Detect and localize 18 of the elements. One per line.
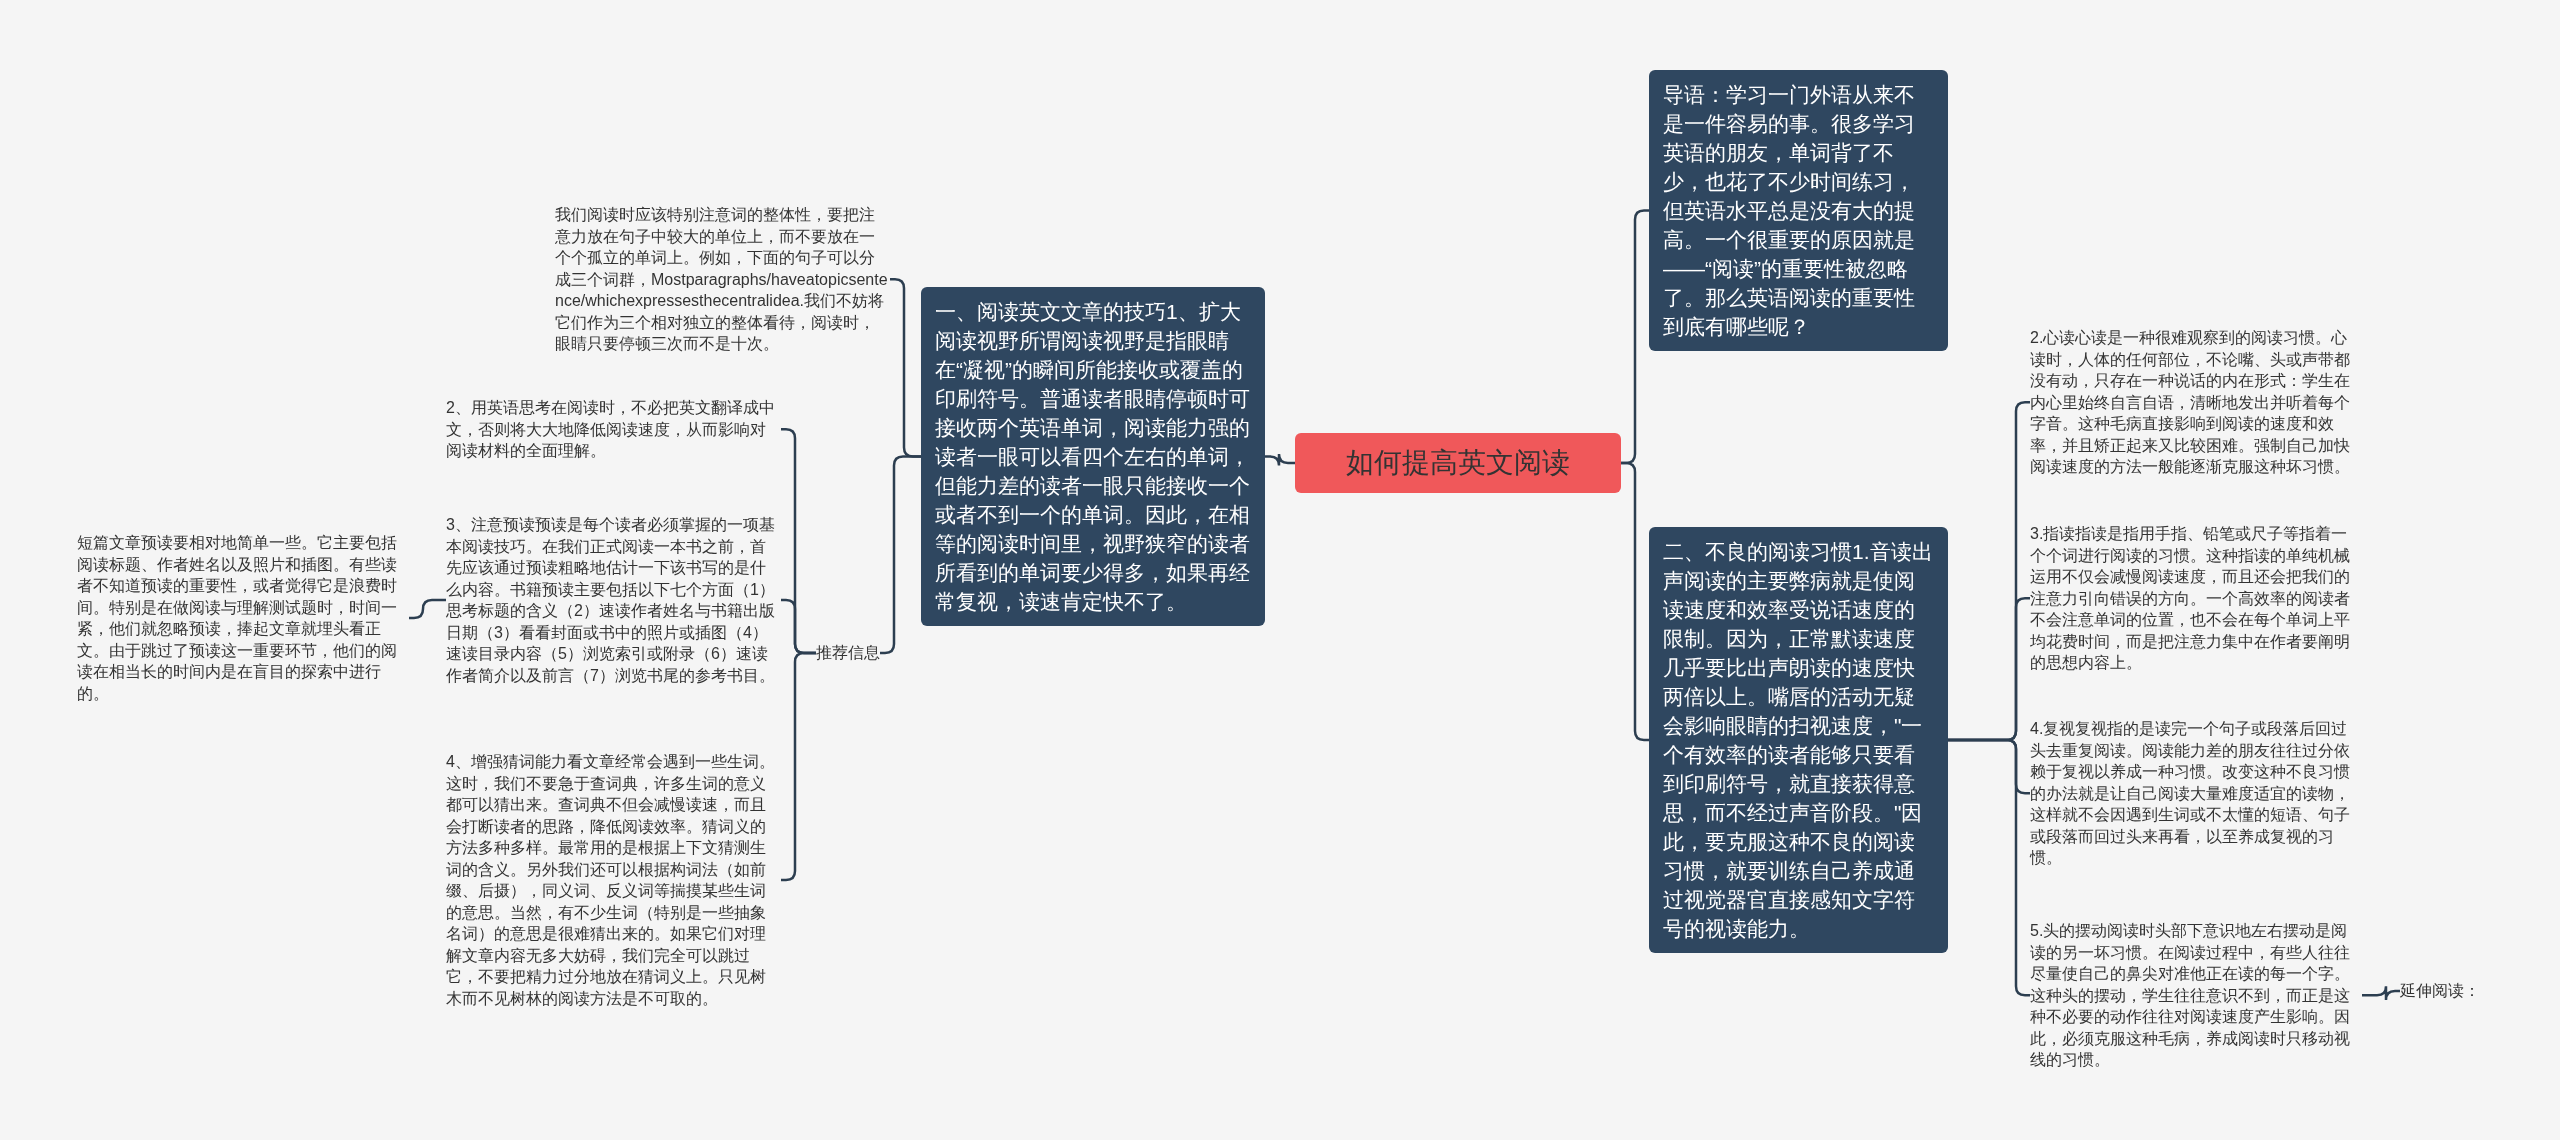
connector-line	[409, 598, 446, 620]
branch-text: 2.心读心读是一种很难观察到的阅读习惯。心读时，人体的任何部位，不论嘴、头或声带都没有动，只存在一种说话的内在形式：学生在内心里始终自言自语，清晰地发出并听着每个字音。这种毛病直接影响到阅读的速度和效率，并且矫正起来又比较困难。强制自己加快阅读速度的方法一般能逐渐克服这种坏习惯。	[2030, 327, 2362, 478]
connector-line	[1265, 452, 1295, 467]
branch-label: 延伸阅读：	[2400, 979, 2480, 1003]
connector-line	[2362, 985, 2400, 1002]
branch-label: 推荐信息	[816, 641, 880, 665]
topic-box: 一、阅读英文文章的技巧1、扩大阅读视野所谓阅读视野是指眼睛在“凝视”的瞬间所能接收或覆盖的印刷符号。普通读者眼睛停顿时可接收两个英语单词，阅读能力强的读者一眼可以看四个左右的单词，但能力差的读者一眼只能接收一个或者不到一个的单词。因此，在相等的阅读时间里，视野狭窄的读者所看到的单词要少得多，如果再经常复视，读速肯定快不了。	[921, 287, 1265, 626]
branch-text: 2、用英语思考在阅读时，不必把英文翻译成中文，否则将大大地降低阅读速度，从而影响对阅读材料的全面理解。	[446, 397, 781, 462]
branch-text: 4、增强猜词能力看文章经常会遇到一些生词。这时，我们不要急于查词典，许多生词的意义都可以猜出来。查词典不但会减慢读速，而且会打断读者的思路，降低阅读效率。猜词义的方法多种多样。最常用的是根据上下文猜测生词的含义。另外我们还可以根据构词法（如前缀、后摄），同义词、反义词等揣摸某些生词的意思。当然，有不少生词（特别是一些抽象名词）的意思是很难猜出来的。如果它们对理解文章内容无多大妨碍，我们完全可以跳过它，不要把精力过分地放在猜词义上。只见树木而不见树林的阅读方法是不可取的。	[446, 751, 781, 1009]
branch-text: 4.复视复视指的是读完一个句子或段落后回过头去重复阅读。阅读能力差的朋友往往过分依赖于复视以养成一种习惯。改变这种不良习惯的办法就是让自己阅读大量难度适宜的读物，这样就不会因遇到生词或不太懂的短语、句子或段落而回过头来再看，以至养成复视的习惯。	[2030, 718, 2362, 869]
branch-text: 我们阅读时应该特别注意词的整体性，要把注意力放在句子中较大的单位上，而不要放在一个个孤立的单词上。例如，下面的句子可以分成三个词群，Mostparagraphs/haveatopicsentence/whichexpressesthecentralidea.我们不妨将它们作为三个相对独立的整体看待，阅读时，眼睛只要停顿三次而不是十次。	[555, 204, 890, 355]
branch-text: 3、注意预读预读是每个读者必须掌握的一项基本阅读技巧。在我们正式阅读一本书之前，首先应该通过预读粗略地估计一下该书写的是什么内容。书籍预读主要包括以下七个方面（1）思考标题的含义（2）速读作者姓名与书籍出版日期（3）看看封面或书中的照片或插图（4）速读目录内容（5）浏览索引或附录（6）速读作者简介以及前言（7）浏览书尾的参考书目。	[446, 514, 781, 686]
branch-text: 3.指读指读是指用手指、铅笔或尺子等指着一个个词进行阅读的习惯。这种指读的单纯机械运用不仅会减慢阅读速度，而且还会把我们的注意力引向错误的方向。一个高效率的阅读者不会注意单词的位置，也不会在每个单词上平均花费时间，而是把注意力集中在作者要阐明的思想内容上。	[2030, 523, 2362, 674]
central-topic-box: 如何提高英文阅读	[1295, 433, 1621, 493]
topic-box: 导语：学习一门外语从来不是一件容易的事。很多学习英语的朋友，单词背了不少，也花了不少时间练习，但英语水平总是没有大的提高。一个很重要的原因就是——“阅读”的重要性被忽略了。那么英语阅读的重要性到底有哪些呢？	[1649, 70, 1948, 351]
branch-text: 5.头的摆动阅读时头部下意识地左右摆动是阅读的另一坏习惯。在阅读过程中，有些人往往尽量使自己的鼻尖对准他正在读的每一个字。这种头的摆动，学生往往意识不到，而正是这种不必要的动作往往对阅读速度产生影响。因此，必须克服这种毛病，养成阅读时只移动视线的习惯。	[2030, 920, 2362, 1071]
topic-box: 二、不良的阅读习惯1.音读出声阅读的主要弊病就是使阅读速度和效率受说话速度的限制。因为，正常默读速度几乎要比出声朗读的速度快两倍以上。嘴唇的活动无疑会影响眼睛的扫视速度，"一个有效率的读者能够只要看到印刷符号，就直接获得意思，而不经过声音阶段。"因此，要克服这种不良的阅读习惯，就要训练自己养成通过视觉器官直接感知文字符号的视读能力。	[1649, 527, 1948, 953]
branch-text: 短篇文章预读要相对地简单一些。它主要包括阅读标题、作者姓名以及照片和插图。有些读者不知道预读的重要性，或者觉得它是浪费时间。特别是在做阅读与理解测试题时，时间一紧，他们就忽略预读，捧起文章就埋头看正文。由于跳过了预读这一重要环节，他们的阅读在相当长的时间内是在盲目的探索中进行的。	[77, 532, 409, 704]
